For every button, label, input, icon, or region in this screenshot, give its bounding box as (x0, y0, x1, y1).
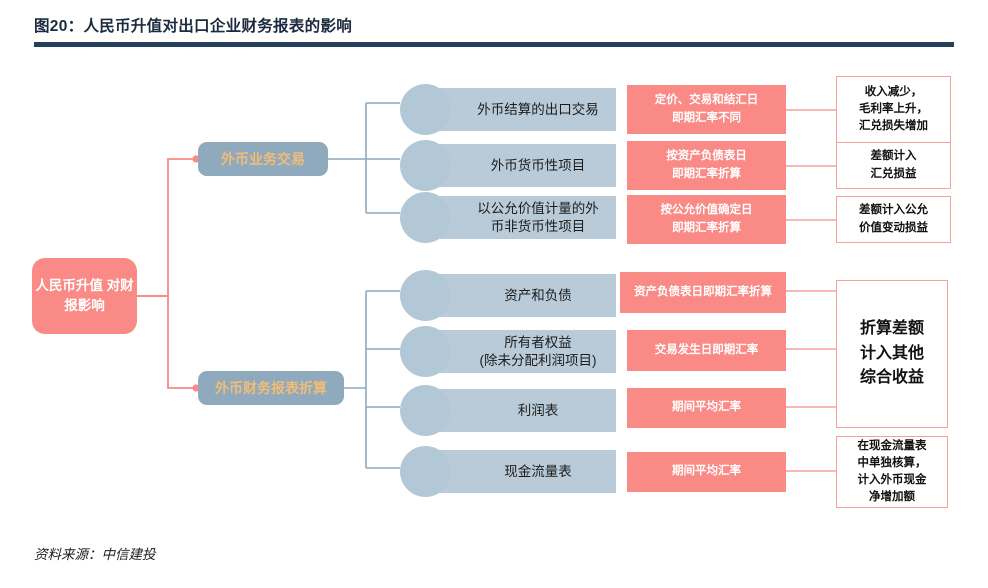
item-label: 所有者权益 (除未分配利润项目) (479, 334, 597, 368)
item-label: 利润表 (517, 402, 559, 418)
item-label: 资产和负债 (504, 287, 572, 303)
item-bar: 外币结算的出口交易 (422, 88, 616, 131)
middle-box[interactable]: 期间平均汇率 (627, 388, 786, 428)
middle-box[interactable]: 按资产负债表日 即期汇率折算 (627, 141, 786, 190)
outcome-box[interactable]: 差额计入 汇兑损益 (836, 142, 951, 189)
middle-box[interactable]: 定价、交易和结汇日 即期汇率不同 (627, 85, 786, 134)
branch-node-foreign-currency-transactions[interactable]: 外币业务交易 (198, 142, 328, 176)
middle-box[interactable]: 交易发生日即期汇率 (627, 330, 786, 371)
item-bar: 现金流量表 (422, 450, 616, 493)
middle-box[interactable]: 按公允价值确定日 即期汇率折算 (627, 195, 786, 244)
item-bullet-circle-icon (400, 84, 451, 135)
root-node[interactable]: 人民币升值 对财报影响 (32, 258, 137, 334)
item-bullet-circle-icon (400, 192, 451, 243)
branch-node-statement-translation[interactable]: 外币财务报表折算 (198, 371, 344, 405)
item-row[interactable]: 外币结算的出口交易 (400, 84, 616, 135)
merged-outcome-box[interactable]: 折算差额 计入其他 综合收益 (836, 280, 948, 428)
item-row[interactable]: 外币货币性项目 (400, 140, 616, 191)
item-bullet-circle-icon (400, 140, 451, 191)
middle-box[interactable]: 资产负债表日即期汇率折算 (620, 272, 786, 313)
figure-title: 图20：人民币升值对出口企业财务报表的影响 (34, 18, 353, 35)
item-label: 现金流量表 (504, 463, 572, 479)
source-note: 资料来源：中信建投 (34, 547, 156, 562)
item-bar: 资产和负债 (422, 274, 616, 317)
item-bullet-circle-icon (400, 270, 451, 321)
item-row[interactable]: 所有者权益 (除未分配利润项目) (400, 326, 616, 377)
item-row[interactable]: 以公允价值计量的外 币非货币性项目 (400, 192, 616, 243)
outcome-box[interactable]: 在现金流量表 中单独核算， 计入外币现金 净增加额 (836, 436, 948, 508)
item-bar: 以公允价值计量的外 币非货币性项目 (422, 196, 616, 239)
outcome-box[interactable]: 差额计入公允 价值变动损益 (836, 196, 951, 243)
item-row[interactable]: 现金流量表 (400, 446, 616, 497)
item-bar: 所有者权益 (除未分配利润项目) (422, 330, 616, 373)
outcome-box[interactable]: 收入减少， 毛利率上升， 汇兑损失增加 (836, 76, 951, 143)
middle-box[interactable]: 期间平均汇率 (627, 452, 786, 492)
title-divider (34, 42, 954, 47)
item-bar: 外币货币性项目 (422, 144, 616, 187)
item-bullet-circle-icon (400, 326, 451, 377)
item-row[interactable]: 利润表 (400, 385, 616, 436)
item-label: 以公允价值计量的外 币非货币性项目 (477, 200, 599, 234)
item-bullet-circle-icon (400, 446, 451, 497)
item-row[interactable]: 资产和负债 (400, 270, 616, 321)
item-bar: 利润表 (422, 389, 616, 432)
item-label: 外币货币性项目 (490, 157, 586, 173)
item-label: 外币结算的出口交易 (477, 101, 599, 117)
item-bullet-circle-icon (400, 385, 451, 436)
